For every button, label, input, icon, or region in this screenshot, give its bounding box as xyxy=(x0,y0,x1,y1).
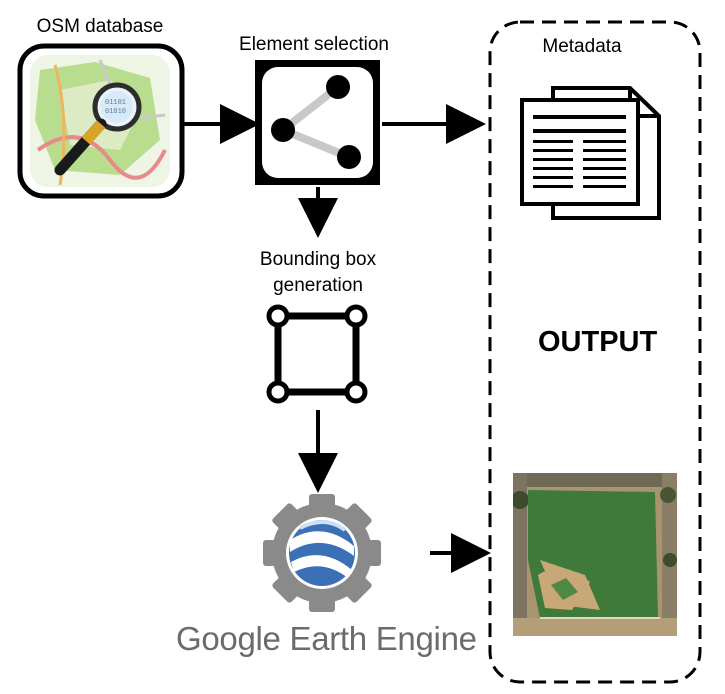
metadata-label: Metadata xyxy=(542,36,622,57)
bounding-box-label-line2: generation xyxy=(273,275,363,296)
svg-text:01101: 01101 xyxy=(105,99,126,107)
bounding-box-icon xyxy=(266,304,368,404)
share-graph-icon xyxy=(255,60,380,185)
document-icon xyxy=(520,86,661,220)
osm-database-label: OSM database xyxy=(36,16,164,37)
svg-text:01010: 01010 xyxy=(105,108,126,116)
google-earth-engine-logo xyxy=(263,494,381,612)
output-title: OUTPUT xyxy=(538,326,658,358)
google-earth-engine-wordmark: Google Earth Engine xyxy=(176,620,477,657)
osm-map-magnifier-icon: 01101 01010 xyxy=(17,43,185,199)
bounding-box-label-line1: Bounding box xyxy=(259,249,377,270)
output-panel xyxy=(488,20,702,684)
element-selection-label: Element selection xyxy=(239,34,389,55)
baseball-field-satellite-image xyxy=(513,473,677,636)
